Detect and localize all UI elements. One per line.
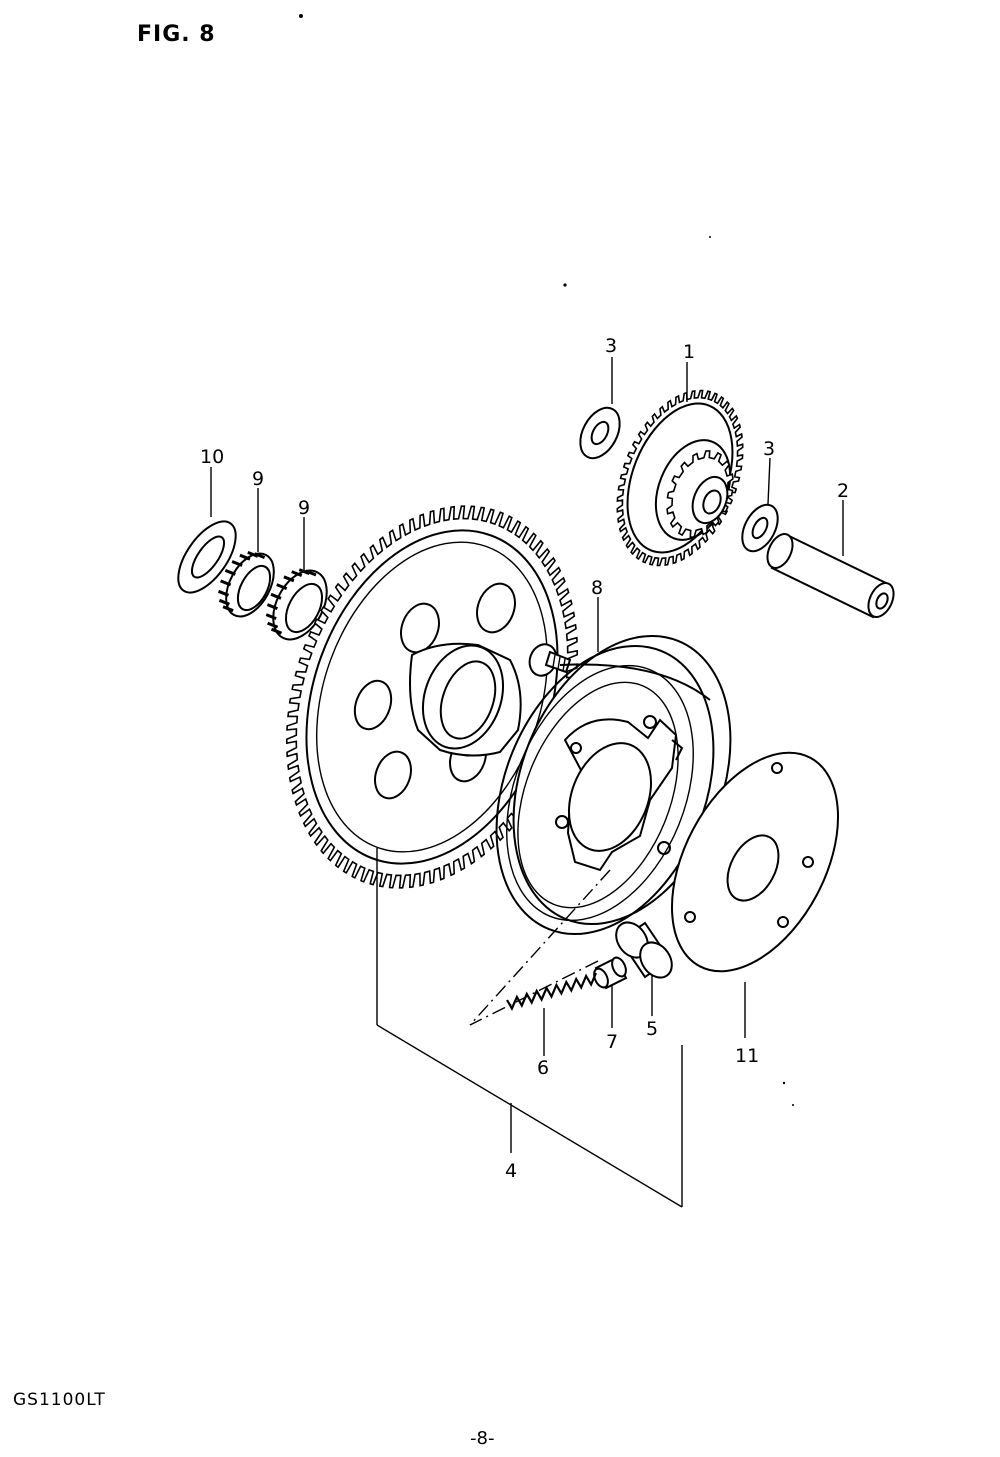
page-number: -8- bbox=[470, 1428, 495, 1449]
callout-4: 4 bbox=[505, 1160, 517, 1182]
callout-11: 11 bbox=[735, 1045, 759, 1067]
pushpin-7 bbox=[593, 956, 628, 990]
bearing-9-left bbox=[217, 551, 275, 618]
callout-5: 5 bbox=[646, 1018, 658, 1040]
starter-driven-gear-4 bbox=[286, 505, 578, 889]
callout-8: 8 bbox=[591, 577, 603, 599]
callout-9-right: 9 bbox=[298, 497, 310, 519]
washer-10 bbox=[177, 520, 237, 594]
washer-3-lower bbox=[741, 503, 779, 553]
starter-clutch-housing bbox=[495, 634, 732, 936]
callout-3-lower: 3 bbox=[763, 438, 775, 460]
figure-title: FIG. 8 bbox=[137, 22, 216, 47]
idle-gear-shaft-2 bbox=[766, 533, 895, 619]
callout-10: 10 bbox=[200, 446, 224, 468]
bolt-8 bbox=[528, 643, 572, 677]
leader-lines bbox=[210, 357, 844, 1208]
callout-2: 2 bbox=[837, 480, 849, 502]
gasket-11 bbox=[671, 751, 839, 973]
callout-6: 6 bbox=[537, 1057, 549, 1079]
callout-3-upper: 3 bbox=[605, 335, 617, 357]
idle-gear-1 bbox=[616, 389, 744, 567]
bearing-9-right bbox=[265, 568, 328, 641]
callout-labels: 1 2 3 3 4 5 6 7 8 9 9 10 11 bbox=[200, 335, 849, 1182]
washer-3-upper bbox=[579, 406, 621, 460]
callout-9-left: 9 bbox=[252, 468, 264, 490]
spring-6 bbox=[506, 972, 598, 1011]
model-code: GS1100LT bbox=[13, 1390, 106, 1410]
roller-5 bbox=[615, 921, 673, 979]
callout-7: 7 bbox=[606, 1031, 618, 1053]
callout-1: 1 bbox=[683, 341, 695, 363]
